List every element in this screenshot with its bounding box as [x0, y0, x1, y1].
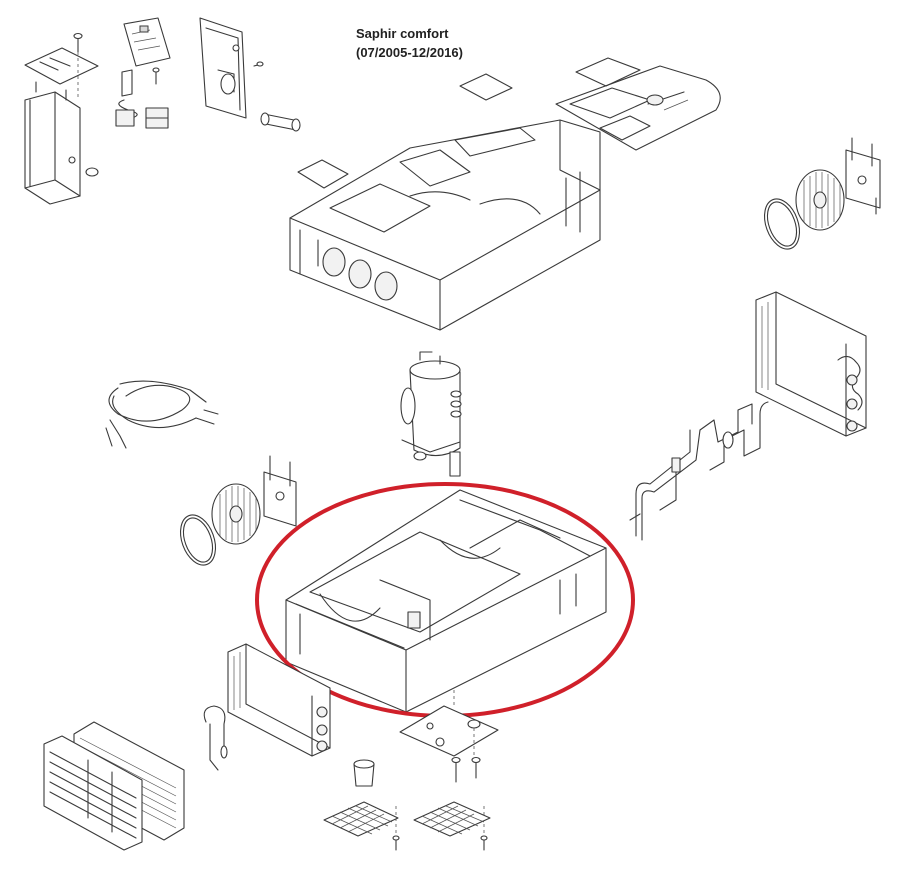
title-production-period: (07/2005-12/2016): [356, 45, 463, 60]
evaporator-coil-part: [755, 291, 867, 437]
air-grille-part: [43, 721, 185, 851]
control-housing-part: [24, 81, 99, 205]
mesh-screen-part: [323, 801, 491, 837]
fan-upper-part: [763, 137, 881, 250]
circuit-board-part: [115, 17, 171, 129]
diagram-title: Saphir comfort (07/2005-12/2016): [356, 24, 463, 62]
drain-plug-part: [353, 759, 375, 787]
base-plate-part: [392, 690, 499, 851]
back-plate-part: [199, 17, 301, 132]
thermistor-probe-part: [203, 705, 228, 771]
fan-lower-part: [179, 455, 297, 566]
compressor-part: [400, 351, 462, 477]
condenser-coil-part: [227, 643, 331, 757]
filter-pad-part: [297, 73, 513, 189]
wire-harness-part: [105, 380, 219, 449]
top-cover-part: [555, 57, 721, 151]
refrigerant-pipes-part: [629, 401, 769, 541]
title-model-name: Saphir comfort: [356, 26, 449, 41]
bottom-tray-part: [285, 489, 607, 713]
upper-housing-part: [289, 119, 601, 331]
mounting-plate-part: [24, 32, 99, 98]
